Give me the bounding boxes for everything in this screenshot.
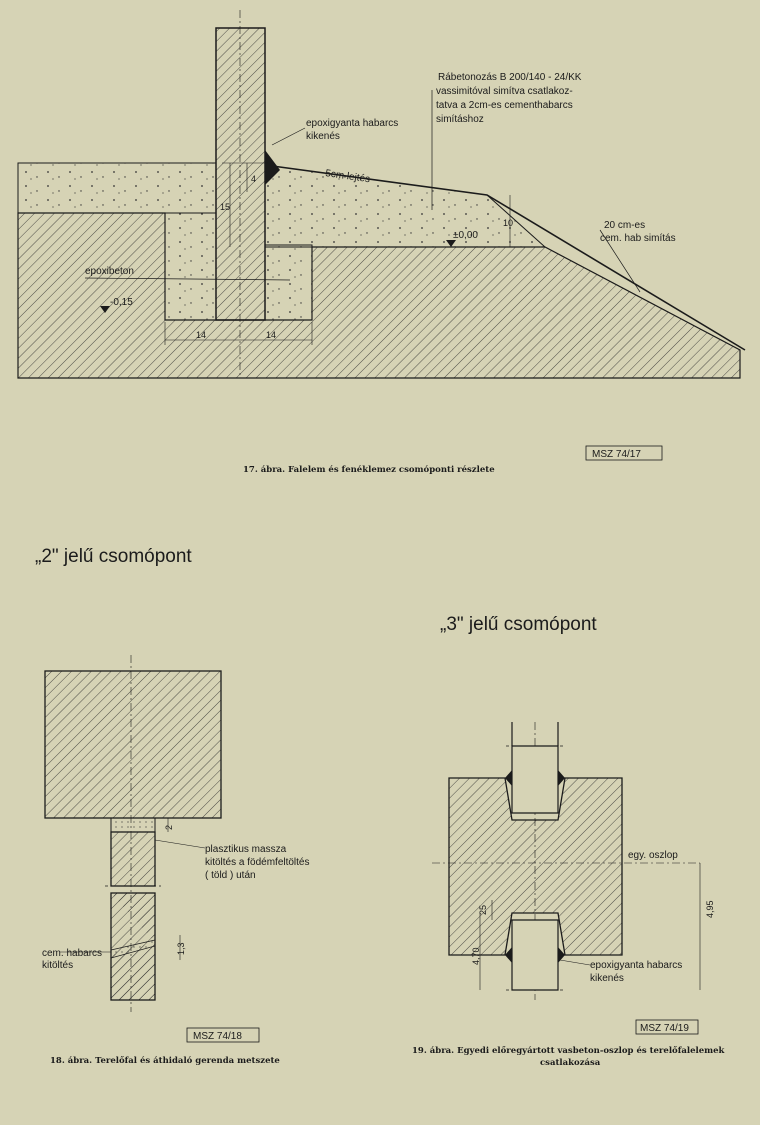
label-mortar-1: cem. habarcs: [42, 948, 102, 959]
caption-19-line2: csatlakozása: [540, 1057, 601, 1068]
dim-14-left: 14: [196, 330, 206, 340]
label-epoxibeton: epoxibeton: [85, 266, 134, 277]
heading-node-2: „2" jelű csomópont: [35, 546, 192, 567]
label-rabeton-2: vassimitóval simítva csatlakoz-: [436, 86, 573, 97]
level-marker-000: [446, 240, 456, 247]
dim-470: 4,70: [471, 947, 481, 965]
label-level-015: -0,15: [110, 297, 133, 308]
epoxibeton-pocket: [164, 212, 217, 321]
heading-node-3: „3" jelű csomópont: [440, 614, 597, 635]
label-rabeton-1: Rábetonozás B 200/140 - 24/KK: [438, 72, 582, 83]
label-rabeton-4: simításhoz: [436, 114, 484, 125]
lintel-beam: [44, 670, 222, 819]
wall-element-lower: [511, 919, 559, 991]
dim-495: 4,95: [705, 900, 715, 918]
label-cem-1: 20 cm-es: [604, 220, 645, 231]
dim-15: 15: [220, 202, 230, 212]
wall-panel: [215, 27, 266, 321]
epoxy-fillet-lr: [558, 947, 565, 963]
dim-10: 10: [503, 218, 513, 228]
caption-19-line1: 19. ábra. Egyedi előregyártott vasbeton-…: [412, 1045, 726, 1056]
label-rabeton-3: tatva a 2cm-es cementhabarcs: [436, 100, 573, 111]
label-mortar-2: kitöltés: [42, 960, 73, 971]
dim-2: 2: [164, 825, 174, 830]
stamp-17: MSZ 74/17: [592, 449, 641, 460]
screed-left: [17, 162, 217, 214]
label-cem-2: cem. hab simítás: [600, 233, 676, 244]
level-marker-015: [100, 306, 110, 313]
figure-17: Rábetonozás B 200/140 - 24/KK vassimitóv…: [17, 10, 746, 475]
label-plastic-2: kitöltés a födémfeltöltés: [205, 857, 310, 868]
label-epoxi-2: kikenés: [306, 131, 340, 142]
label-epoxi-19-2: kikenés: [590, 973, 624, 984]
figure-19: egy. oszlop epoxigyanta habarcs kikenés …: [412, 722, 726, 1068]
caption-18: 18. ábra. Terelőfal és áthidaló gerenda …: [50, 1055, 280, 1066]
epoxibeton-pocket-right: [264, 244, 313, 321]
dim-14-right: 14: [266, 330, 276, 340]
label-column: egy. oszlop: [628, 850, 678, 861]
label-level-000: ±0,00: [453, 230, 478, 241]
epoxy-fillet-ll: [505, 947, 512, 963]
label-plastic-1: plasztikus massza: [205, 844, 287, 855]
mortar-joint: [110, 939, 156, 959]
label-epoxi-1: epoxigyanta habarcs: [306, 118, 398, 129]
figure-18: plasztikus massza kitöltés a födémfeltöl…: [42, 655, 310, 1066]
stamp-19: MSZ 74/19: [640, 1023, 689, 1034]
dim-25: 25: [478, 905, 488, 915]
label-epoxi-19-1: epoxigyanta habarcs: [590, 960, 682, 971]
sloped-topping: [265, 165, 545, 247]
caption-17: 17. ábra. Falelem és fenéklemez csomópon…: [243, 464, 495, 475]
epoxy-fillet: [265, 150, 280, 185]
epoxy-fillet-ur: [558, 770, 565, 786]
dim-13: 1,3: [176, 942, 186, 955]
wall-element-upper: [511, 745, 559, 814]
label-plastic-3: ( töld ) után: [205, 870, 256, 881]
stamp-18: MSZ 74/18: [193, 1031, 242, 1042]
baffle-wall-upper: [110, 831, 156, 887]
epoxy-fillet-ul: [505, 770, 512, 786]
dim-4: 4: [251, 174, 256, 184]
plastic-filler: [110, 817, 156, 833]
